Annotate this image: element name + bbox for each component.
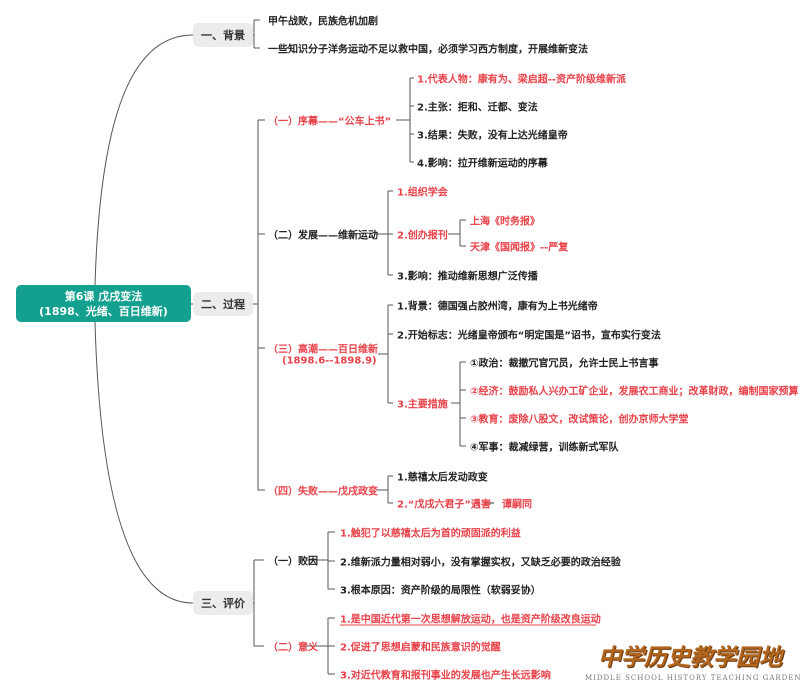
martyr-item[interactable]: 谭嗣同: [502, 499, 532, 511]
climax-dates: (1898.6--1898.9): [282, 355, 377, 367]
measure-item[interactable]: ①政治：裁撤冗官冗员，允许士民上书言事: [470, 358, 659, 370]
climax-item[interactable]: 2.开始标志：光绪皇帝颁布“明定国是”诏书，宣布实行变法: [397, 330, 661, 342]
root-topic[interactable]: 第6课 戊戌变法 (1898、光绪、百日维新): [16, 285, 191, 322]
newspaper-item[interactable]: 上海《时务报》: [470, 216, 540, 228]
measure-item[interactable]: ③教育：废除八股文，改试策论，创办京师大学堂: [470, 414, 689, 426]
bg-item[interactable]: 甲午战败，民族危机加剧: [268, 16, 378, 28]
prelude-item[interactable]: 1.代表人物：康有为、梁启超--资产阶级维新派: [417, 74, 627, 86]
meaning-item[interactable]: 1.是中国近代第一次思想解放运动，也是资产阶级改良运动: [340, 614, 601, 626]
causes-node[interactable]: （一）败因: [268, 556, 318, 568]
root-subtitle: (1898、光绪、百日维新): [39, 304, 168, 318]
develop-node[interactable]: （二）发展——维新运动: [268, 230, 378, 242]
climax-item[interactable]: 3.主要措施: [397, 399, 448, 411]
prelude-item[interactable]: 4.影响：拉开维新运动的序幕: [417, 158, 548, 170]
failure-item[interactable]: 2.“戊戌六君子”遇害: [397, 499, 491, 511]
meaning-node[interactable]: （二）意义: [268, 642, 318, 654]
develop-item[interactable]: 1.组织学会: [397, 187, 448, 199]
prelude-node[interactable]: （一）序幕——“公车上书”: [268, 116, 392, 128]
logo-subtitle: MIDDLE SCHOOL HISTORY TEACHING GARDEN: [585, 674, 800, 682]
logo-title: 中学历史教学园地: [598, 644, 782, 671]
meaning-item[interactable]: 2.促进了思想启蒙和民族意识的觉醒: [340, 642, 501, 654]
develop-item[interactable]: 3.影响：推动维新思想广泛传播: [397, 271, 538, 283]
cause-item[interactable]: 1.触犯了以慈禧太后为首的顽固派的利益: [340, 528, 521, 540]
topic-process[interactable]: 二、过程: [193, 292, 253, 316]
bg-item[interactable]: 一些知识分子洋务运动不足以救中国，必须学习西方制度，开展维新变法: [268, 44, 588, 56]
meaning-item[interactable]: 3.对近代教育和报刊事业的发展也产生长远影响: [340, 670, 551, 682]
prelude-item[interactable]: 3.结果：失败，没有上达光绪皇帝: [417, 130, 568, 142]
failure-node[interactable]: （四）失败——戊戌政变: [268, 486, 378, 498]
measure-item[interactable]: ②经济：鼓励私人兴办工矿企业，发展农工商业；改革财政，编制国家预算: [470, 386, 799, 398]
watermark-logo: 中学历史教学园地 MIDDLE SCHOOL HISTORY TEACHING …: [585, 643, 800, 683]
topic-evaluation[interactable]: 三、评价: [193, 591, 253, 615]
topic-background[interactable]: 一、背景: [193, 23, 253, 47]
climax-node[interactable]: （三）高潮——百日维新: [268, 344, 378, 356]
prelude-item[interactable]: 2.主张：拒和、迁都、变法: [417, 102, 538, 114]
cause-item[interactable]: 2.维新派力量相对弱小，没有掌握实权，又缺乏必要的政治经验: [340, 557, 621, 569]
failure-item[interactable]: 1.慈禧太后发动政变: [397, 472, 488, 484]
climax-item[interactable]: 1.背景：德国强占胶州湾，康有为上书光绪帝: [397, 301, 598, 313]
cause-item[interactable]: 3.根本原因：资产阶级的局限性（软弱妥协）: [340, 585, 541, 597]
measure-item[interactable]: ④军事：裁减绿营，训练新式军队: [470, 442, 619, 454]
root-title: 第6课 戊戌变法: [64, 289, 143, 303]
newspaper-item[interactable]: 天津《国闻报》--严复: [470, 242, 569, 254]
develop-item[interactable]: 2.创办报刊: [397, 230, 448, 242]
